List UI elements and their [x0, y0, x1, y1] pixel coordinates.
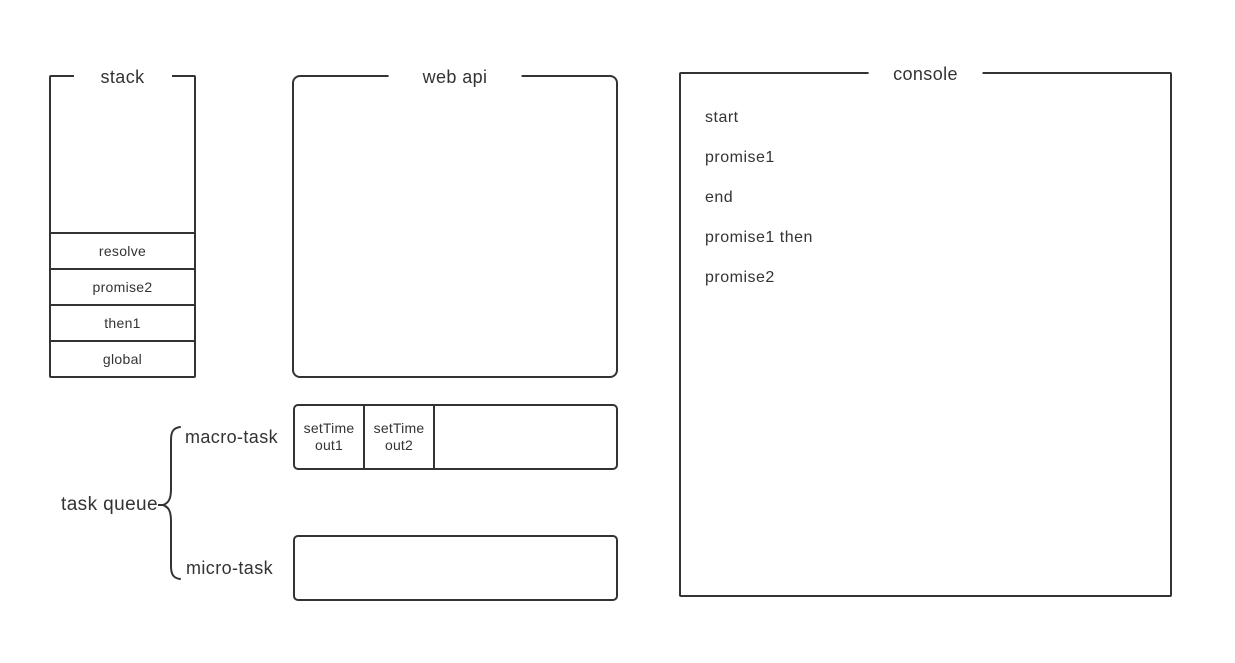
macro-task-item-settimeout1: setTime out1: [295, 406, 365, 468]
micro-task-label: micro-task: [186, 558, 274, 578]
console-line: promise2: [705, 269, 775, 286]
stack-box: stack resolve promise2 then1 global: [49, 66, 196, 378]
web-api-title: web api: [388, 66, 522, 88]
console-title: console: [868, 63, 983, 85]
console-output: start promise1 end promise1 then promise…: [681, 74, 1170, 298]
macro-task-label: macro-task: [185, 427, 279, 447]
stack-frame-then1: then1: [51, 304, 194, 340]
task-queue-label: task queue: [61, 494, 158, 515]
console-box: console start promise1 end promise1 then…: [679, 63, 1172, 597]
console-line: promise1 then: [705, 229, 813, 246]
web-api-box: web api: [292, 66, 618, 378]
macro-task-item-settimeout2: setTime out2: [365, 406, 435, 468]
stack-frame-resolve: resolve: [51, 232, 194, 268]
stack-title: stack: [73, 66, 172, 88]
macro-task-box: setTime out1 setTime out2: [293, 404, 618, 470]
console-line: start: [705, 109, 739, 126]
micro-task-box: [293, 535, 618, 601]
console-line: end: [705, 189, 734, 206]
console-line: promise1: [705, 149, 775, 166]
stack-frame-global: global: [51, 340, 194, 376]
stack-frame-promise2: promise2: [51, 268, 194, 304]
stack-frames: resolve promise2 then1 global: [51, 232, 194, 376]
curly-brace-icon: [158, 426, 181, 580]
